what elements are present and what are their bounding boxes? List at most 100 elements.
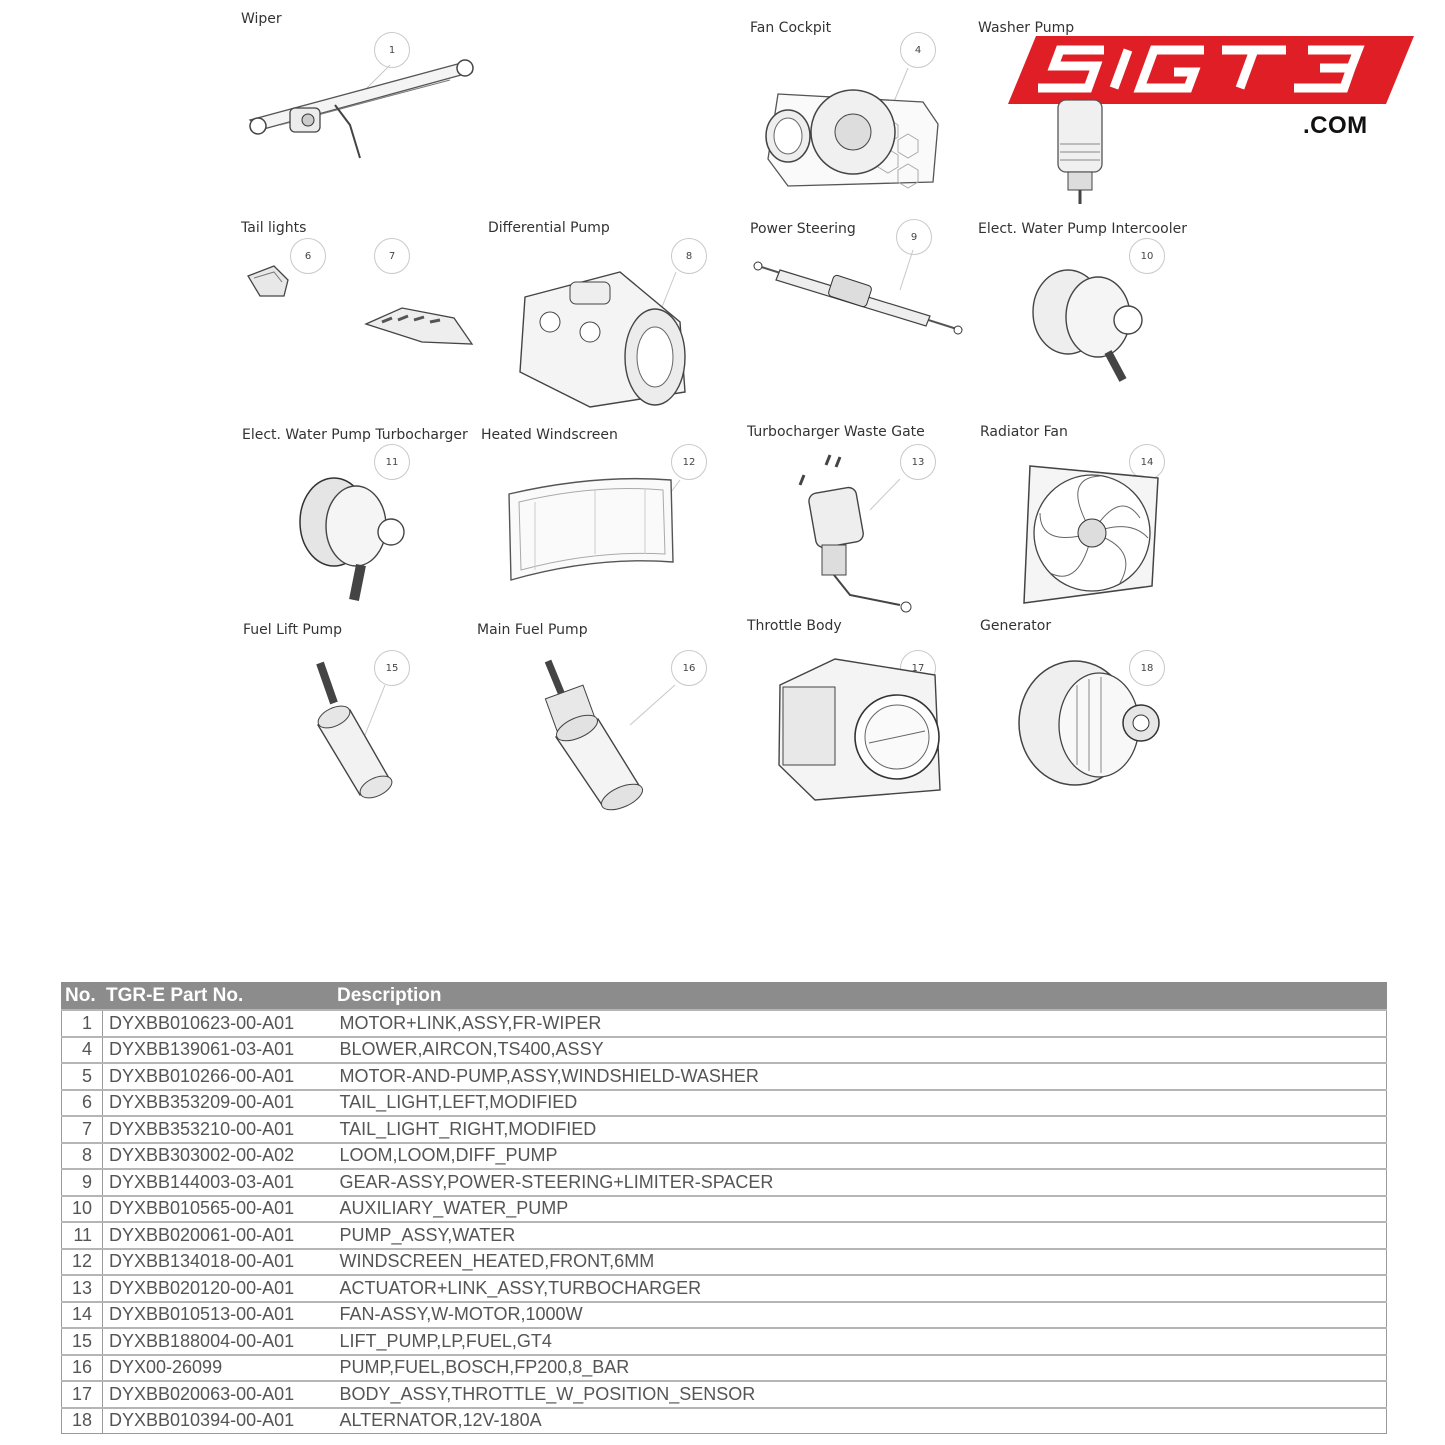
part-title-differential-pump: Differential Pump: [488, 220, 610, 236]
cell-part-no: DYXBB139061-03-A01: [102, 1035, 334, 1064]
cell-description: BLOWER,AIRCON,TS400,ASSY: [333, 1035, 1387, 1064]
part-title-heated-windscreen: Heated Windscreen: [481, 427, 618, 443]
cell-part-no: DYXBB020061-00-A01: [102, 1221, 334, 1249]
cell-part-no: DYXBB010565-00-A01: [102, 1194, 334, 1223]
cell-no: 5: [61, 1062, 103, 1090]
wiper-linkage-icon: [240, 50, 480, 165]
steering-rack-icon: [750, 240, 965, 340]
cell-description: BODY_ASSY,THROTTLE_W_POSITION_SENSOR: [333, 1380, 1387, 1408]
cell-description: MOTOR+LINK,ASSY,FR-WIPER: [333, 1009, 1387, 1037]
fuel-pump-icon: [310, 655, 405, 800]
cell-description: PUMP_ASSY,WATER: [333, 1221, 1387, 1249]
cell-description: AUXILIARY_WATER_PUMP: [333, 1194, 1387, 1223]
callout-11: 11: [374, 444, 410, 480]
cell-description: FAN-ASSY,W-MOTOR,1000W: [333, 1300, 1387, 1329]
part-title-water-pump-intercooler: Elect. Water Pump Intercooler: [978, 221, 1187, 237]
differential-pump-icon: [510, 262, 695, 412]
cell-part-no: DYXBB020063-00-A01: [102, 1380, 334, 1408]
cell-part-no: DYXBB188004-00-A01: [102, 1327, 334, 1355]
part-title-throttle-body: Throttle Body: [747, 618, 842, 634]
cell-no: 11: [61, 1221, 103, 1249]
cell-part-no: DYXBB010623-00-A01: [102, 1009, 334, 1037]
cell-part-no: DYXBB134018-00-A01: [102, 1247, 334, 1276]
callout-8: 8: [671, 238, 707, 274]
callout-12: 12: [671, 444, 707, 480]
callout-7: 7: [374, 238, 410, 274]
cell-part-no: DYXBB020120-00-A01: [102, 1274, 334, 1302]
cell-part-no: DYXBB144003-03-A01: [102, 1168, 334, 1196]
brand-logo: [1008, 36, 1414, 104]
blower-fan-icon: [758, 64, 948, 194]
cell-no: 18: [61, 1406, 103, 1434]
cell-no: 1: [61, 1009, 103, 1037]
radiator-fan-icon: [1020, 458, 1165, 608]
water-pump-icon: [1028, 262, 1153, 382]
part-title-wiper: Wiper: [241, 11, 282, 27]
cell-description: PUMP,FUEL,BOSCH,FP200,8_BAR: [333, 1353, 1387, 1382]
cell-description: GEAR-ASSY,POWER-STEERING+LIMITER-SPACER: [333, 1168, 1387, 1196]
cell-no: 17: [61, 1380, 103, 1408]
cell-part-no: DYXBB010513-00-A01: [102, 1300, 334, 1329]
brand-logo-suffix: .COM: [1303, 112, 1368, 139]
cell-description: ACTUATOR+LINK_ASSY,TURBOCHARGER: [333, 1274, 1387, 1302]
water-pump-icon: [296, 470, 416, 605]
alternator-icon: [1015, 655, 1165, 795]
cell-part-no: DYXBB353210-00-A01: [102, 1115, 334, 1143]
cell-description: LOOM,LOOM,DIFF_PUMP: [333, 1141, 1387, 1170]
cell-no: 7: [61, 1115, 103, 1143]
cell-description: LIFT_PUMP,LP,FUEL,GT4: [333, 1327, 1387, 1355]
cell-no: 8: [61, 1141, 103, 1170]
cell-no: 16: [61, 1353, 103, 1382]
cell-part-no: DYXBB353209-00-A01: [102, 1088, 334, 1117]
part-title-water-pump-turbocharger: Elect. Water Pump Turbocharger: [242, 427, 468, 443]
tail-light-icon: [244, 262, 292, 302]
part-title-washer-pump: Washer Pump: [978, 20, 1075, 36]
cell-no: 4: [61, 1035, 103, 1064]
windscreen-icon: [505, 470, 685, 585]
part-title-fan-cockpit: Fan Cockpit: [750, 20, 832, 36]
cell-description: ALTERNATOR,12V-180A: [333, 1406, 1387, 1434]
cell-description: TAIL_LIGHT_RIGHT,MODIFIED: [333, 1115, 1387, 1143]
cell-no: 12: [61, 1247, 103, 1276]
throttle-body-icon: [775, 655, 950, 805]
column-header-description: Description: [333, 982, 1387, 1011]
cell-no: 6: [61, 1088, 103, 1117]
callout-16: 16: [671, 650, 707, 686]
callout-1: 1: [374, 32, 410, 68]
part-title-tail-lights: Tail lights: [241, 220, 307, 236]
column-header-no: No.: [61, 982, 103, 1011]
part-title-generator: Generator: [980, 618, 1052, 634]
cell-no: 14: [61, 1300, 103, 1329]
cell-no: 10: [61, 1194, 103, 1223]
callout-15: 15: [374, 650, 410, 686]
washer-pump-icon: [1046, 100, 1116, 205]
cell-part-no: DYXBB303002-00-A02: [102, 1141, 334, 1170]
tail-light-icon: [362, 300, 477, 355]
part-title-main-fuel-pump: Main Fuel Pump: [477, 622, 588, 638]
cell-description: MOTOR-AND-PUMP,ASSY,WINDSHIELD-WASHER: [333, 1062, 1387, 1090]
cell-description: WINDSCREEN_HEATED,FRONT,6MM: [333, 1247, 1387, 1276]
column-header-part-no: TGR-E Part No.: [102, 982, 334, 1011]
cell-part-no: DYXBB010394-00-A01: [102, 1406, 334, 1434]
cell-no: 15: [61, 1327, 103, 1355]
callout-18: 18: [1129, 650, 1165, 686]
part-title-radiator-fan: Radiator Fan: [980, 424, 1068, 440]
cell-part-no: DYXBB010266-00-A01: [102, 1062, 334, 1090]
cell-description: TAIL_LIGHT,LEFT,MODIFIED: [333, 1088, 1387, 1117]
cell-no: 9: [61, 1168, 103, 1196]
